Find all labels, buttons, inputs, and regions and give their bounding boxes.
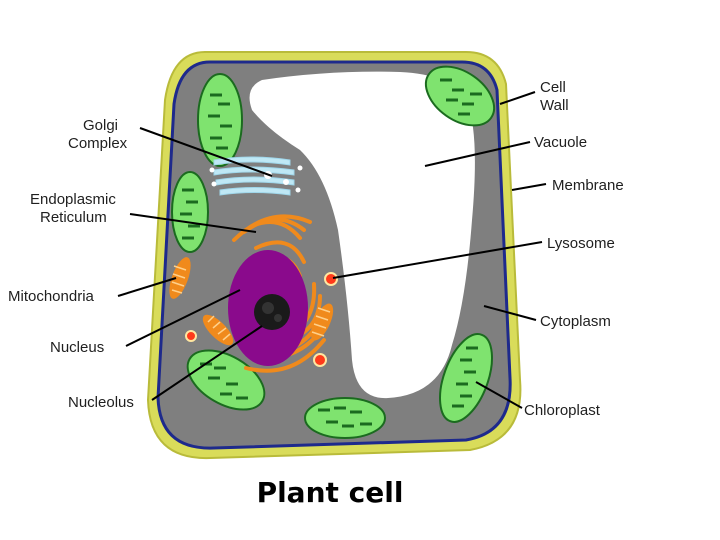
mitochondrion-right (310, 303, 334, 341)
chloroplast-top-right (424, 65, 496, 127)
label-vacuole: Vacuole (534, 134, 587, 151)
lysosome (324, 272, 338, 286)
diagram-caption: Plant cell (256, 476, 404, 509)
mitochondrion-center (202, 314, 234, 346)
label-cytoplasm: Cytoplasm (540, 313, 611, 330)
label-cell-wall-line2: Wall (540, 97, 569, 114)
lysosome-2 (185, 330, 197, 342)
vacuole (249, 71, 475, 399)
chloroplast-bottom-left (186, 349, 266, 411)
label-cell-wall-line1: Cell (540, 79, 566, 96)
label-mitochondria: Mitochondria (8, 288, 95, 305)
chloroplast-left-mid (171, 171, 209, 253)
label-lysosome: Lysosome (547, 235, 615, 252)
label-er-line2: Reticulum (40, 209, 107, 226)
label-golgi-line1: Golgi (83, 117, 118, 134)
label-chloroplast: Chloroplast (524, 402, 601, 419)
mitochondrion-left (169, 257, 191, 299)
chloroplast-bottom-right (439, 333, 493, 423)
label-golgi-line2: Complex (68, 135, 128, 152)
label-nucleolus: Nucleolus (68, 394, 134, 411)
chloroplast-bottom-center (304, 397, 386, 439)
golgi-complex (209, 156, 303, 196)
nucleolus (254, 294, 290, 330)
label-nucleus: Nucleus (50, 339, 104, 356)
chloroplast-left-top (197, 73, 243, 167)
label-membrane: Membrane (552, 177, 624, 194)
label-er-line1: Endoplasmic (30, 191, 116, 208)
lysosome-3 (313, 353, 327, 367)
leader-lines (117, 91, 547, 409)
